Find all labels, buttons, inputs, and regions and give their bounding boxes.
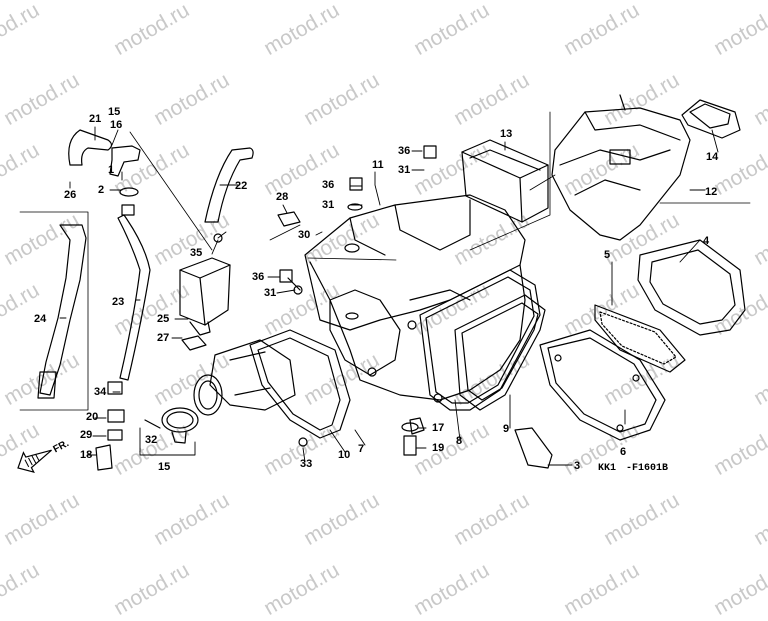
- callout-12: 12: [705, 186, 717, 198]
- callout-24: 24: [34, 313, 47, 325]
- callout-18: 18: [80, 449, 92, 461]
- callout-9: 9: [503, 423, 509, 435]
- callout-22: 22: [235, 180, 247, 192]
- breather-hoses: [37, 129, 254, 471]
- callout-31: 31: [264, 287, 276, 299]
- battery-case: [461, 139, 549, 223]
- callout-11: 11: [372, 159, 384, 171]
- callout-7: 7: [358, 443, 364, 455]
- callout-1: 1: [108, 164, 114, 176]
- callout-31: 31: [322, 199, 334, 211]
- callout-3: 3: [574, 460, 580, 472]
- tube-band: [144, 407, 199, 444]
- air-cleaner-case: [304, 194, 526, 403]
- callout-34: 34: [94, 386, 107, 398]
- front-arrow: FR.: [17, 438, 71, 474]
- callout-20: 20: [86, 411, 98, 423]
- callout-30: 30: [298, 229, 310, 241]
- callout-36: 36: [252, 271, 264, 283]
- callout-25: 25: [157, 313, 169, 325]
- filter-screen: [594, 304, 686, 373]
- callout-15: 15: [108, 106, 120, 118]
- callout-28: 28: [276, 191, 288, 203]
- callout-5: 5: [604, 249, 610, 261]
- air-filter-element: [637, 239, 746, 336]
- callout-15: 15: [158, 461, 170, 473]
- parts-diagram: 1234567891011121314151617181920212223242…: [17, 94, 751, 474]
- callout-13: 13: [500, 128, 512, 140]
- callout-21: 21: [89, 113, 101, 125]
- callout-33: 33: [300, 458, 312, 470]
- callout-17: 17: [432, 422, 444, 434]
- callout-19: 19: [432, 442, 444, 454]
- connecting-tube: [193, 329, 351, 439]
- diagram-code: KK1 -F1601B: [598, 463, 668, 474]
- assembly-guide-lines: [19, 111, 751, 411]
- callout-10: 10: [338, 449, 350, 461]
- callout-16: 16: [110, 119, 122, 131]
- separator-tank: [179, 257, 231, 336]
- callout-14: 14: [706, 151, 719, 163]
- callout-31: 31: [398, 164, 410, 176]
- filter-holder: [454, 294, 546, 411]
- case-seal: [419, 269, 541, 411]
- callout-27: 27: [157, 332, 169, 344]
- upper-case: [551, 94, 691, 241]
- callout-36: 36: [322, 179, 334, 191]
- callout-26: 26: [64, 189, 76, 201]
- leader-lines: [59, 126, 719, 466]
- callout-23: 23: [112, 296, 124, 308]
- callout-32: 32: [145, 434, 157, 446]
- callout-35: 35: [190, 247, 202, 259]
- callout-2: 2: [98, 184, 104, 196]
- callout-29: 29: [80, 429, 92, 441]
- callout-6: 6: [620, 446, 626, 458]
- callout-36: 36: [398, 145, 410, 157]
- element-cover: [539, 329, 666, 441]
- callout-8: 8: [456, 435, 462, 447]
- small-fasteners: [181, 145, 553, 469]
- cover-bracket: [681, 99, 741, 139]
- front-marker-text: FR.: [51, 438, 71, 455]
- callout-4: 4: [703, 235, 710, 247]
